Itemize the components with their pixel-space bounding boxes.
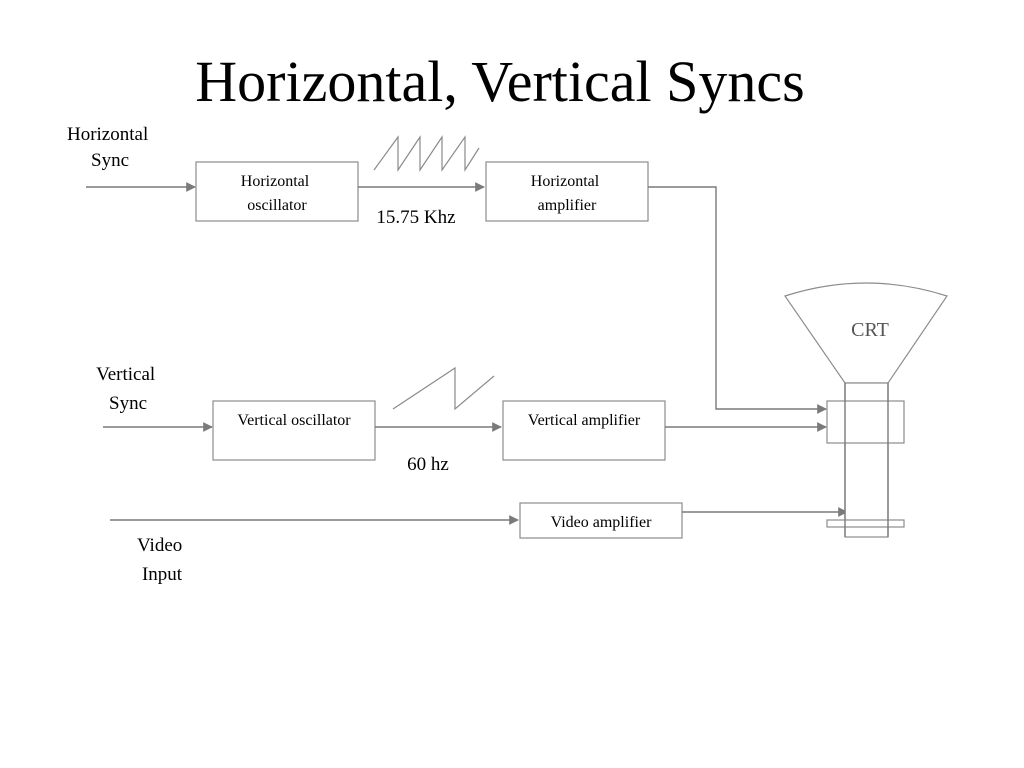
horizontal-oscillator-box xyxy=(195,161,359,222)
vertical-oscillator-box xyxy=(212,400,376,461)
video-input-label: Video Input xyxy=(137,535,187,585)
crt-deflection-coil xyxy=(826,400,905,444)
sawtooth-vertical-icon xyxy=(392,366,495,411)
vertical-sync-label-line-1: Vertical xyxy=(96,364,155,385)
horizontal-sync-label: Horizontal Sync xyxy=(67,124,153,171)
vertical-sync-label-line-2: Sync xyxy=(109,393,147,414)
crt-label: CRT xyxy=(851,319,889,341)
horizontal-oscillator-label-line-1: Horizontal xyxy=(241,173,310,190)
vertical-sync-label: Vertical Sync xyxy=(96,364,160,414)
vertical-oscillator-label: Vertical oscillator xyxy=(237,412,351,429)
video-amplifier-label: Video amplifier xyxy=(551,514,652,531)
horizontal-frequency-label: 15.75 Khz xyxy=(376,207,455,228)
horizontal-amplifier-label: Horizontal amplifier xyxy=(531,173,603,214)
horizontal-amplifier-box xyxy=(485,161,649,222)
horizontal-oscillator-label: Horizontal oscillator xyxy=(241,173,313,214)
video-input-label-line-1: Video xyxy=(137,535,182,556)
horizontal-amplifier-to-crt-arrow xyxy=(648,186,827,414)
slide-title: Horizontal, Vertical Syncs xyxy=(195,49,805,114)
crt-screen-shape xyxy=(784,282,948,384)
horizontal-amplifier-label-line-2: amplifier xyxy=(538,197,597,214)
crt-neck-guide xyxy=(844,383,889,537)
horizontal-amplifier-label-line-1: Horizontal xyxy=(531,173,600,190)
horizontal-sync-label-line-2: Sync xyxy=(91,150,129,171)
vertical-frequency-label: 60 hz xyxy=(407,454,449,475)
horizontal-oscillator-label-line-2: oscillator xyxy=(247,197,307,214)
sawtooth-horizontal-icon xyxy=(373,135,480,173)
horizontal-sync-label-line-1: Horizontal xyxy=(67,124,148,145)
vertical-amplifier-box xyxy=(502,400,666,461)
video-input-label-line-2: Input xyxy=(142,564,183,585)
video-amplifier-box xyxy=(519,502,683,539)
vertical-amplifier-label: Vertical amplifier xyxy=(528,412,641,429)
crt-base-plate xyxy=(826,519,905,528)
